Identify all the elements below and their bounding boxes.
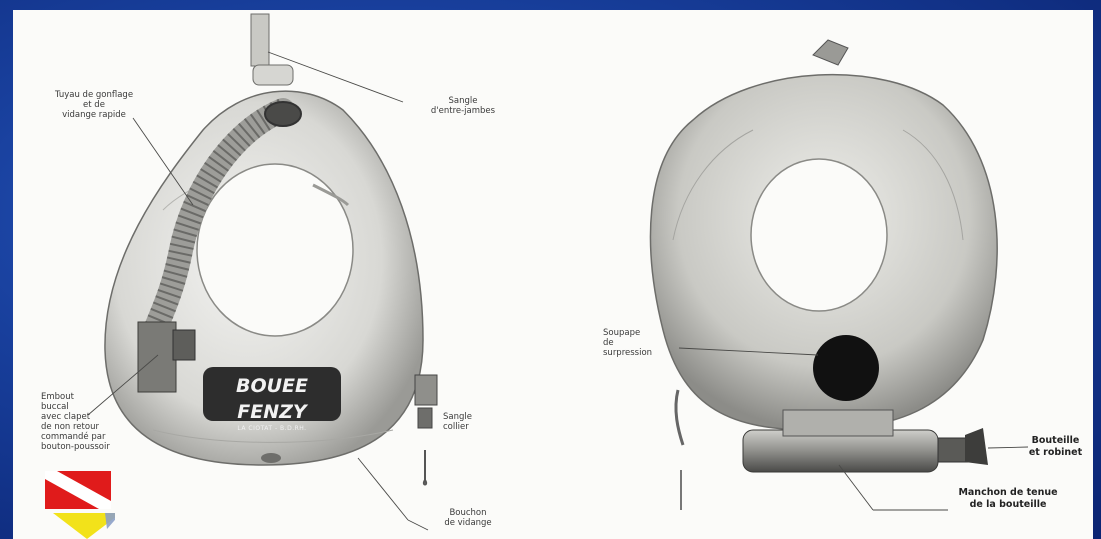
strap-buckle bbox=[676, 390, 683, 445]
label-crotch-strap: Sangle d'entre-jambes bbox=[413, 96, 513, 116]
label-drain-plug: Bouchon de vidange bbox=[428, 508, 508, 528]
brand-label: BOUEE FENZY LA CIOTAT - B.D.RH. bbox=[203, 367, 341, 421]
collar-strap-clip bbox=[415, 375, 437, 485]
label-bottle: Bouteille et robinet bbox=[1018, 435, 1093, 459]
dive-flag-icon bbox=[45, 471, 115, 539]
label-inflation-hose: Tuyau de gonflage et de vidange rapide bbox=[39, 90, 149, 120]
label-overpressure-valve: Soupape de surpression bbox=[603, 328, 693, 358]
label-mouthpiece: Embout buccal avec clapet de non retour … bbox=[41, 392, 136, 452]
diagram-art bbox=[13, 10, 1093, 539]
label-sleeve: Manchon de tenue de la bouteille bbox=[943, 487, 1073, 511]
overpressure-valve bbox=[813, 335, 879, 401]
brand-main: BOUEE FENZY bbox=[203, 373, 341, 425]
crotch-strap bbox=[251, 14, 293, 85]
diagram-panel: Tuyau de gonflage et de vidange rapide S… bbox=[13, 10, 1093, 539]
label-collar-strap: Sangle collier bbox=[443, 412, 503, 432]
brand-sub: LA CIOTAT - B.D.RH. bbox=[203, 425, 341, 433]
drain-plug bbox=[261, 453, 281, 463]
